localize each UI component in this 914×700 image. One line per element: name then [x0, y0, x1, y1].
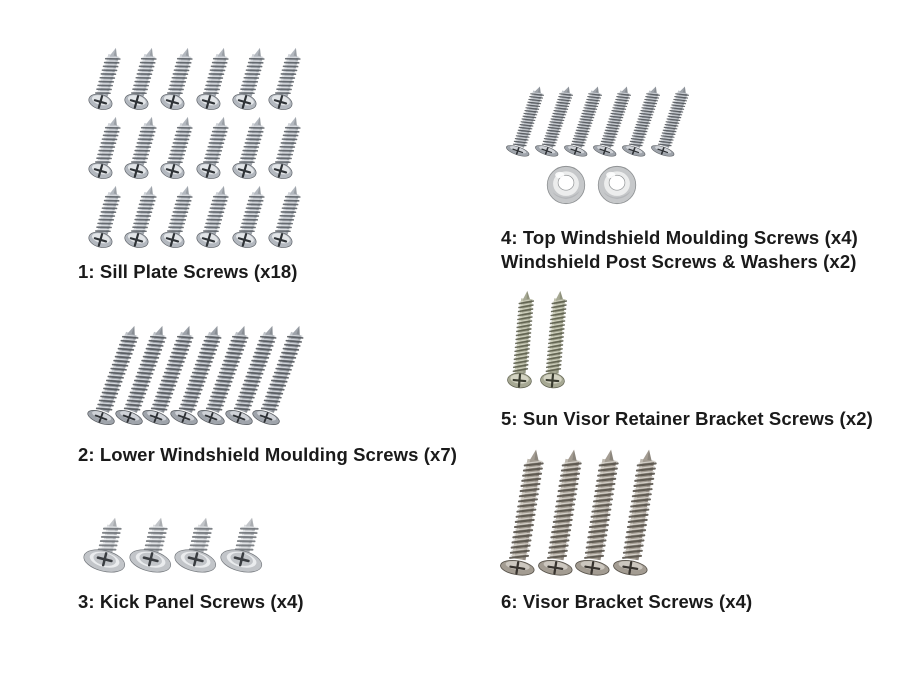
screw-icon — [122, 182, 164, 251]
screw-icon — [230, 113, 272, 182]
screw-icon — [539, 289, 573, 390]
screw-icon — [158, 113, 200, 182]
screw-icon — [194, 44, 236, 113]
screw-icon — [266, 44, 308, 113]
kick-panel-label: 3: Kick Panel Screws (x4) — [78, 591, 304, 612]
screw-icon — [230, 182, 272, 251]
screw-icon — [86, 182, 128, 251]
top-windshield-label-line1: 4: Top Windshield Moulding Screws (x4) — [501, 227, 858, 248]
washer-icon — [597, 165, 637, 205]
screw-icon — [86, 44, 128, 113]
visor-bracket-label: 6: Visor Bracket Screws (x4) — [501, 591, 753, 612]
screw-icon — [266, 113, 308, 182]
top-windshield-label-line2: Windshield Post Screws & Washers (x2) — [501, 251, 857, 272]
screw-icon — [122, 44, 164, 113]
sun-visor-label: 5: Sun Visor Retainer Bracket Screws (x2… — [501, 408, 873, 429]
screw-icon — [611, 447, 666, 578]
screw-icon — [194, 182, 236, 251]
screw-icon — [650, 82, 697, 159]
screw-icon — [194, 113, 236, 182]
screw-icon — [230, 44, 272, 113]
screw-icon — [250, 321, 313, 428]
screw-icon — [122, 113, 164, 182]
screw-icon — [158, 182, 200, 251]
screw-icon — [217, 512, 272, 577]
screw-icon — [86, 113, 128, 182]
screw-icon — [266, 182, 308, 251]
lower-windshield-label: 2: Lower Windshield Moulding Screws (x7) — [78, 444, 458, 465]
screw-icon — [506, 289, 540, 390]
sill-plate-label: 1: Sill Plate Screws (x18) — [78, 261, 298, 282]
top-windshield-label: 4: Top Windshield Moulding Screws (x4) W… — [501, 226, 858, 274]
screw-icon — [158, 44, 200, 113]
washer-icon — [546, 165, 586, 205]
